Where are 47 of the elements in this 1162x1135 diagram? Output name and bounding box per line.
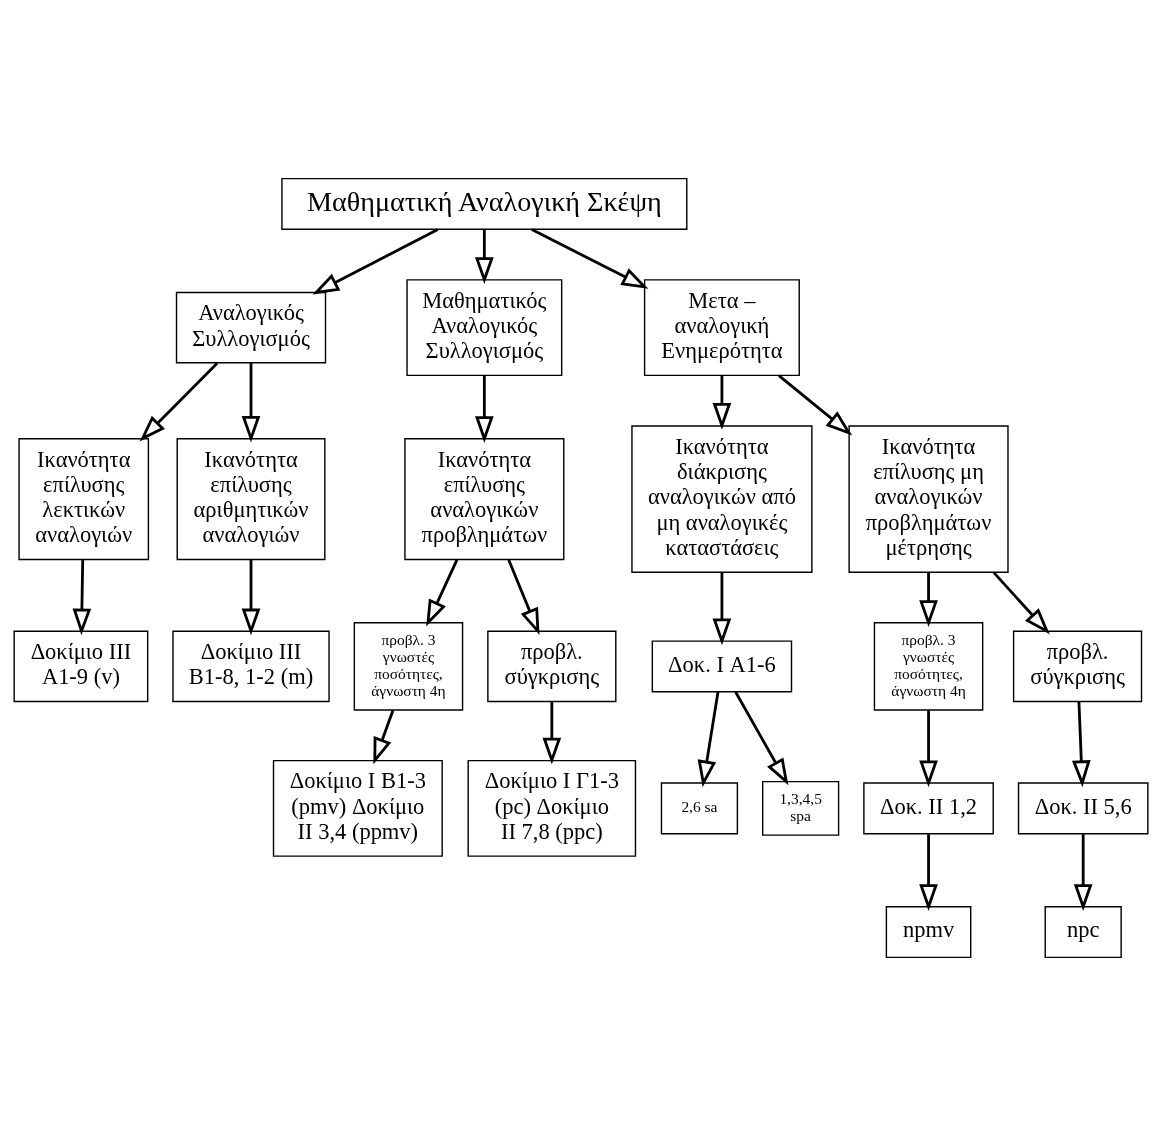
node-box: προβλ. 3 γνωστές ποσότητες, άγνωστη 4η (873, 621, 984, 711)
arrow (72, 559, 92, 635)
arrow (241, 362, 261, 443)
node-box: Δοκίμιο III Β1-8, 1-2 (m) (172, 630, 330, 702)
arrow (992, 571, 1050, 634)
node-box: Δοκίμιο I Γ1-3 (pc) Δοκίμιο II 7,8 (ppc) (467, 759, 637, 857)
arrow (919, 572, 938, 627)
node-box: Ικανότητα επίλυσης μη αναλογικών προβλημάτων μέτρησης (848, 424, 1009, 573)
arrow (919, 709, 938, 787)
arrow (241, 559, 261, 635)
arrow (712, 572, 732, 645)
arrow (542, 701, 562, 764)
node-box: Δοκ. I Α1-6 (651, 639, 793, 692)
arrow (139, 361, 219, 441)
node-box: Ικανότητα επίλυσης λεκτικών αναλογιών (18, 437, 150, 560)
arrow (373, 709, 395, 764)
arrow (475, 229, 494, 284)
node-box: 1,3,4,5 spa (762, 780, 840, 836)
node-box: Μαθηματικός Αναλογικός Συλλογισμός (406, 278, 563, 376)
arrow (1073, 833, 1093, 911)
arrow (734, 690, 789, 785)
arrow (475, 375, 494, 443)
node-box: Δοκίμιο III Α1-9 (v) (13, 630, 149, 702)
node-box: npmv (885, 905, 972, 958)
arrow (712, 375, 732, 430)
node-box: Μαθηματική Αναλογική Σκέψη (281, 177, 688, 230)
node-box: Δοκ. II 1,2 (863, 781, 994, 834)
node-box: Δοκίμιο I Β1-3 (pmv) Δοκίμιο II 3,4 (ppmv) (272, 759, 443, 857)
arrow (531, 227, 649, 289)
node-box: Δοκ. II 5,6 (1017, 781, 1149, 834)
node-box: προβλ. 3 γνωστές ποσότητες, άγνωστη 4η (353, 621, 464, 711)
node-box: Ικανότητα διάκρισης αναλογικών από μη αναλογικές καταστάσεις (631, 424, 813, 573)
arrow (1071, 701, 1091, 787)
arrow (697, 691, 720, 787)
arrow (312, 227, 439, 294)
node-box: Αναλογικός Συλλογισμός (175, 291, 327, 363)
arrow (778, 374, 853, 435)
node-box: Ικανότητα επίλυσης αριθμητικών αναλογιών (176, 437, 326, 560)
node-box: Ικανότητα επίλυσης αναλογικών προβλημάτων (404, 437, 565, 560)
node-box: προβλ. σύγκρισης (1012, 630, 1143, 702)
arrow (426, 558, 459, 627)
node-box: Μετα – αναλογική Ενημερότητα (643, 278, 800, 376)
arrow (919, 833, 938, 911)
node-box: npc (1044, 905, 1122, 958)
node-box: προβλ. σύγκρισης (487, 630, 617, 702)
node-box: 2,6 sa (660, 781, 739, 834)
arrow (507, 558, 540, 635)
